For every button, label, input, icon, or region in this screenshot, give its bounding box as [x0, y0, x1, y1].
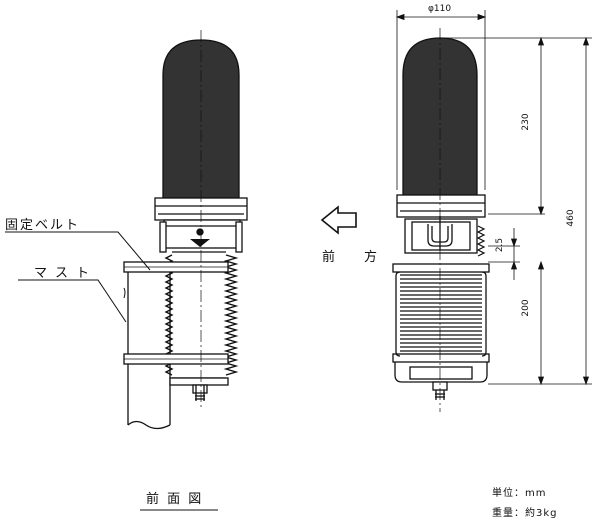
mast-pole [123, 262, 171, 430]
weight-label: 重量：約3kg [492, 508, 558, 519]
front-view-title: 前 面 図 [146, 492, 204, 507]
front-view-drawing [5, 30, 248, 430]
body-height-dimension: 200 [521, 299, 531, 317]
fixing-belts [123, 261, 229, 365]
front-direction-label: 前 [322, 250, 338, 265]
side-view-drawing [392, 28, 490, 412]
small-gap-dimension: 2.5 [495, 237, 505, 253]
direction-label: 方 [364, 250, 380, 265]
total-height-dimension: 460 [566, 209, 576, 227]
side-corrugated-body [392, 263, 490, 383]
side-lamp-internals [404, 216, 478, 254]
fixing-belt-label: 固定ベルト [5, 218, 81, 233]
dimension-lines [140, 10, 592, 511]
front-direction-arrow [320, 205, 357, 235]
diameter-dimension: φ110 [428, 4, 452, 14]
front-bottom-nut [192, 384, 208, 401]
mast-leader [18, 279, 127, 323]
unit-label: 単位：mm [492, 488, 547, 499]
belt-leader [5, 231, 151, 271]
globe-height-dimension: 230 [521, 113, 531, 131]
mast-label: マスト [34, 266, 98, 281]
